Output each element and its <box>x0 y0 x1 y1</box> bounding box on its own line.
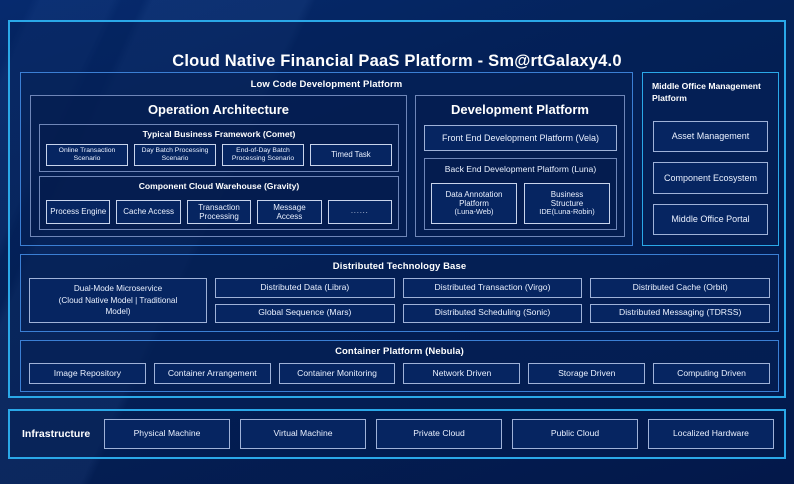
chip-line-3: IDE(Luna-Robin) <box>539 207 595 217</box>
distributed-technology-base-section: Distributed Technology Base Dual-Mode Mi… <box>20 254 779 332</box>
chip-cache-access[interactable]: Cache Access <box>116 199 181 224</box>
page-title: Cloud Native Financial PaaS Platform - S… <box>172 52 622 70</box>
operation-architecture-group: Operation Architecture Typical Business … <box>30 95 407 237</box>
distributed-column-3: Distributed Cache (Orbit) Distributed Me… <box>590 278 771 323</box>
low-code-development-platform-section: Low Code Development Platform Operation … <box>20 72 633 246</box>
distributed-technology-base-title: Distributed Technology Base <box>332 261 467 272</box>
middle-office-section-title: Middle Office Management Platform <box>652 81 761 103</box>
chip-container-arrangement[interactable]: Container Arrangement <box>153 363 271 384</box>
chip-distributed-data[interactable]: Distributed Data (Libra) <box>215 278 395 298</box>
infrastructure-panel: Infrastructure Physical Machine Virtual … <box>8 409 786 459</box>
infrastructure-items: Physical Machine Virtual Machine Private… <box>104 419 774 449</box>
middle-office-items: Asset Management Component Ecosystem Mid… <box>653 121 768 235</box>
chip-physical-machine[interactable]: Physical Machine <box>104 419 230 449</box>
chip-image-repository[interactable]: Image Repository <box>29 363 146 384</box>
chip-line-3: Model) <box>105 307 131 317</box>
chip-day-batch-processing-scenario[interactable]: Day Batch Processing Scenario <box>134 144 216 166</box>
chip-container-monitoring[interactable]: Container Monitoring <box>278 363 396 384</box>
chip-middle-office-portal[interactable]: Middle Office Portal <box>653 203 768 235</box>
chip-line-1: Dual-Mode Microservice <box>73 283 163 293</box>
component-cloud-warehouse-items: Process Engine Cache Access Transaction … <box>46 199 393 224</box>
chip-data-annotation-platform[interactable]: Data Annotation Platform (Luna-Web) <box>431 183 517 224</box>
typical-business-framework-title: Typical Business Framework (Comet) <box>142 129 296 139</box>
chip-end-of-day-batch-processing-scenario[interactable]: End-of-Day Batch Processing Scenario <box>222 144 304 166</box>
chip-distributed-transaction[interactable]: Distributed Transaction (Virgo) <box>402 278 583 298</box>
chip-line-1: Business <box>550 190 584 200</box>
chip-line-1: Data Annotation <box>445 190 503 200</box>
chip-dual-mode-microservice[interactable]: Dual-Mode Microservice (Cloud Native Mod… <box>29 278 207 323</box>
chip-message-access[interactable]: Message Access <box>257 199 322 224</box>
chip-distributed-cache[interactable]: Distributed Cache (Orbit) <box>590 278 771 298</box>
chip-timed-task[interactable]: Timed Task <box>310 144 392 166</box>
back-end-development-platform-title: Back End Development Platform (Luna) <box>444 164 597 174</box>
low-code-section-title: Low Code Development Platform <box>250 79 403 90</box>
infrastructure-label: Infrastructure <box>22 428 91 440</box>
chip-public-cloud[interactable]: Public Cloud <box>512 419 638 449</box>
distributed-column-1: Distributed Data (Libra) Global Sequence… <box>215 278 395 323</box>
chip-line-2: (Cloud Native Model | Traditional <box>58 295 178 305</box>
chip-computing-driven[interactable]: Computing Driven <box>653 363 770 384</box>
middle-office-management-platform-section: Middle Office Management Platform Asset … <box>642 72 779 246</box>
main-platform-panel: Cloud Native Financial PaaS Platform - S… <box>8 20 786 398</box>
operation-architecture-title: Operation Architecture <box>147 102 290 117</box>
distributed-column-2: Distributed Transaction (Virgo) Distribu… <box>402 278 583 323</box>
container-platform-items: Image Repository Container Arrangement C… <box>29 363 770 384</box>
typical-business-framework-group: Typical Business Framework (Comet) Onlin… <box>39 124 399 172</box>
chip-more-ellipsis[interactable]: ...... <box>327 199 393 224</box>
back-end-items: Data Annotation Platform (Luna-Web) Busi… <box>431 183 610 224</box>
container-platform-section: Container Platform (Nebula) Image Reposi… <box>20 340 779 392</box>
chip-private-cloud[interactable]: Private Cloud <box>376 419 502 449</box>
chip-asset-management[interactable]: Asset Management <box>653 121 768 153</box>
component-cloud-warehouse-title: Component Cloud Warehouse (Gravity) <box>138 181 300 191</box>
chip-line-2: Structure <box>550 199 584 209</box>
chip-localized-hardware[interactable]: Localized Hardware <box>648 419 774 449</box>
chip-online-transaction-scenario[interactable]: Online Transaction Scenario <box>46 144 128 166</box>
chip-distributed-scheduling[interactable]: Distributed Scheduling (Sonic) <box>402 303 583 323</box>
chip-transaction-processing[interactable]: Transaction Processing <box>186 199 252 224</box>
chip-component-ecosystem[interactable]: Component Ecosystem <box>653 162 768 194</box>
back-end-development-platform-group: Back End Development Platform (Luna) Dat… <box>424 158 617 230</box>
chip-business-structure-ide[interactable]: Business Structure IDE(Luna-Robin) <box>524 183 610 224</box>
component-cloud-warehouse-group: Component Cloud Warehouse (Gravity) Proc… <box>39 176 399 230</box>
distributed-technology-base-items: Dual-Mode Microservice (Cloud Native Mod… <box>29 278 771 323</box>
development-platform-title: Development Platform <box>451 102 589 117</box>
chip-global-sequence[interactable]: Global Sequence (Mars) <box>215 303 395 323</box>
chip-storage-driven[interactable]: Storage Driven <box>528 363 646 384</box>
development-platform-group: Development Platform Front End Developme… <box>415 95 625 237</box>
chip-front-end-development-platform[interactable]: Front End Development Platform (Vela) <box>424 125 617 151</box>
container-platform-title: Container Platform (Nebula) <box>335 346 464 357</box>
chip-process-engine[interactable]: Process Engine <box>46 199 111 224</box>
chip-virtual-machine[interactable]: Virtual Machine <box>240 419 366 449</box>
chip-line-3: (Luna-Web) <box>454 207 494 217</box>
chip-distributed-messaging[interactable]: Distributed Messaging (TDRSS) <box>590 303 771 323</box>
chip-network-driven[interactable]: Network Driven <box>403 363 521 384</box>
chip-line-2: Platform <box>459 199 489 209</box>
typical-business-framework-items: Online Transaction Scenario Day Batch Pr… <box>46 144 392 166</box>
